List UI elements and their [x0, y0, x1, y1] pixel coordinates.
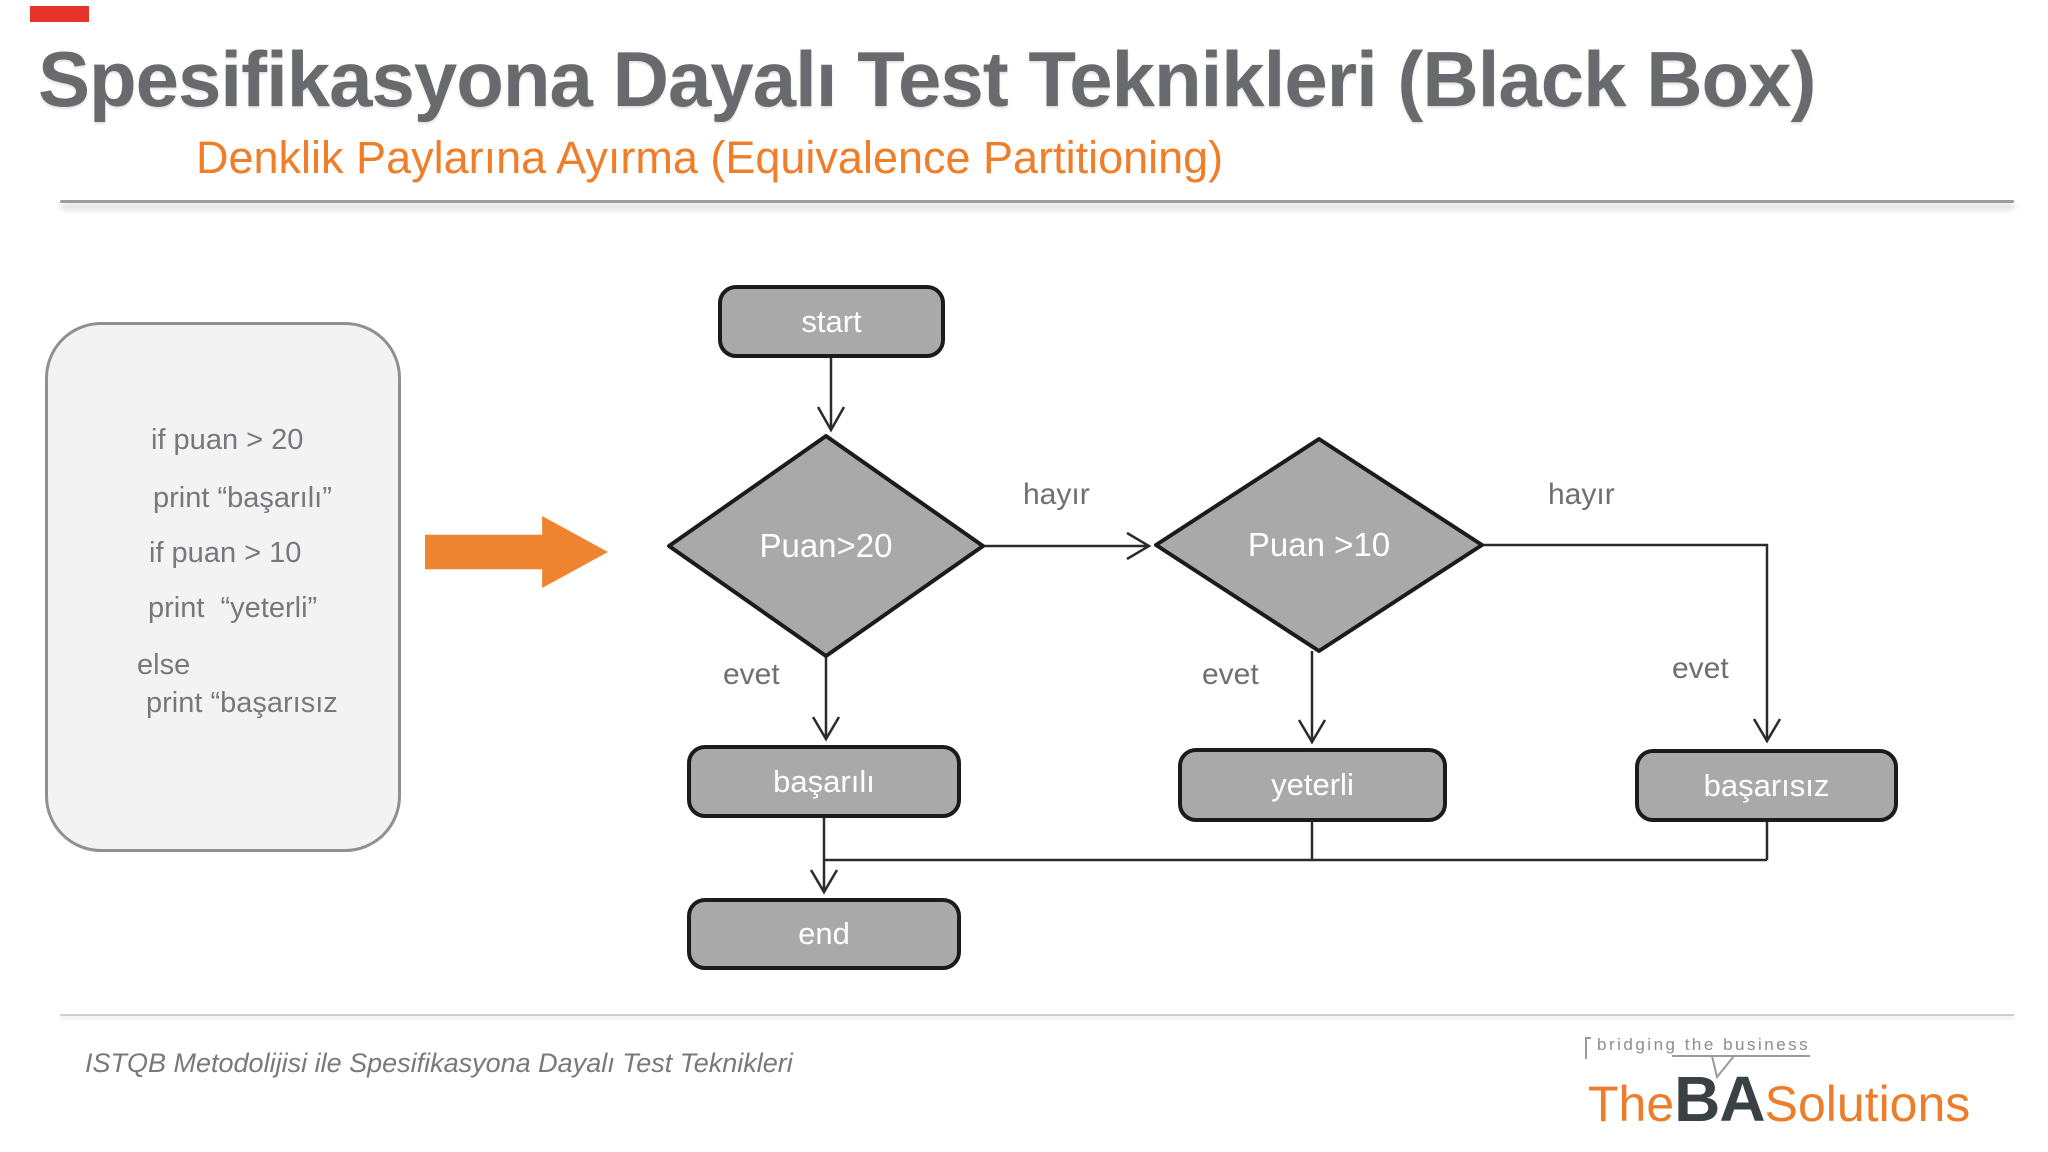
edge-label-evet-3: evet	[1672, 652, 1729, 685]
node-basarisiz: başarısız	[1635, 749, 1898, 822]
decision-diamond-puan10	[1154, 437, 1484, 653]
code-line: if puan > 10	[149, 537, 302, 569]
red-corner-mark	[30, 6, 89, 22]
arrowhead-icon	[1126, 531, 1152, 561]
code-box: if puan > 20 print “başarılı” if puan > …	[45, 322, 401, 852]
logo-ba: BA	[1674, 1063, 1765, 1135]
logo-tagline: bridging the business	[1597, 1035, 1811, 1054]
footer-divider	[60, 1014, 2014, 1016]
node-decision1-label: Puan>20	[759, 527, 893, 564]
node-end: end	[687, 898, 961, 970]
node-start-label: start	[801, 303, 862, 339]
node-basarili-label: başarılı	[773, 763, 875, 799]
arrowhead-icon	[1752, 718, 1782, 744]
header-divider	[60, 200, 2014, 203]
logo-solutions: Solutions	[1764, 1076, 1971, 1132]
page-subtitle: Denklik Paylarına Ayırma (Equivalence Pa…	[196, 132, 1224, 183]
page-title: Spesifikasyona Dayalı Test Teknikleri (B…	[38, 35, 1817, 123]
code-line: else	[137, 649, 191, 681]
edge-label-evet-1: evet	[723, 658, 780, 691]
footer-caption: ISTQB Metodolijisi ile Spesifikasyona Da…	[85, 1048, 793, 1078]
arrowhead-icon	[816, 406, 846, 433]
logo-bracket-icon	[1585, 1037, 1810, 1080]
code-line: if puan > 20	[151, 424, 304, 456]
node-basarili: başarılı	[687, 745, 961, 818]
node-yeterli-label: yeterli	[1271, 767, 1354, 802]
edge-label-evet-2: evet	[1202, 658, 1259, 691]
logo-wordmark: The BA Solutions	[1588, 1062, 1970, 1136]
edge-label-hayir-2: hayır	[1548, 478, 1615, 511]
code-line: print “başarısız	[146, 687, 338, 719]
node-end-label: end	[798, 916, 850, 951]
node-yeterli: yeterli	[1178, 748, 1447, 822]
node-basarisiz-label: başarısız	[1703, 767, 1830, 803]
edge-d2-basarisiz	[1482, 543, 1769, 740]
arrowhead-icon	[811, 716, 841, 742]
edge-label-hayir-1: hayır	[1023, 478, 1090, 511]
code-line: print “başarılı”	[153, 482, 332, 514]
node-start: start	[718, 285, 945, 358]
code-line: print “yeterli”	[148, 592, 318, 624]
node-decision2-label: Puan >10	[1247, 526, 1391, 563]
arrowhead-icon	[1297, 719, 1327, 745]
arrowhead-icon	[809, 869, 839, 895]
decision-diamond-puan20	[667, 434, 985, 658]
logo-the: The	[1588, 1076, 1675, 1132]
